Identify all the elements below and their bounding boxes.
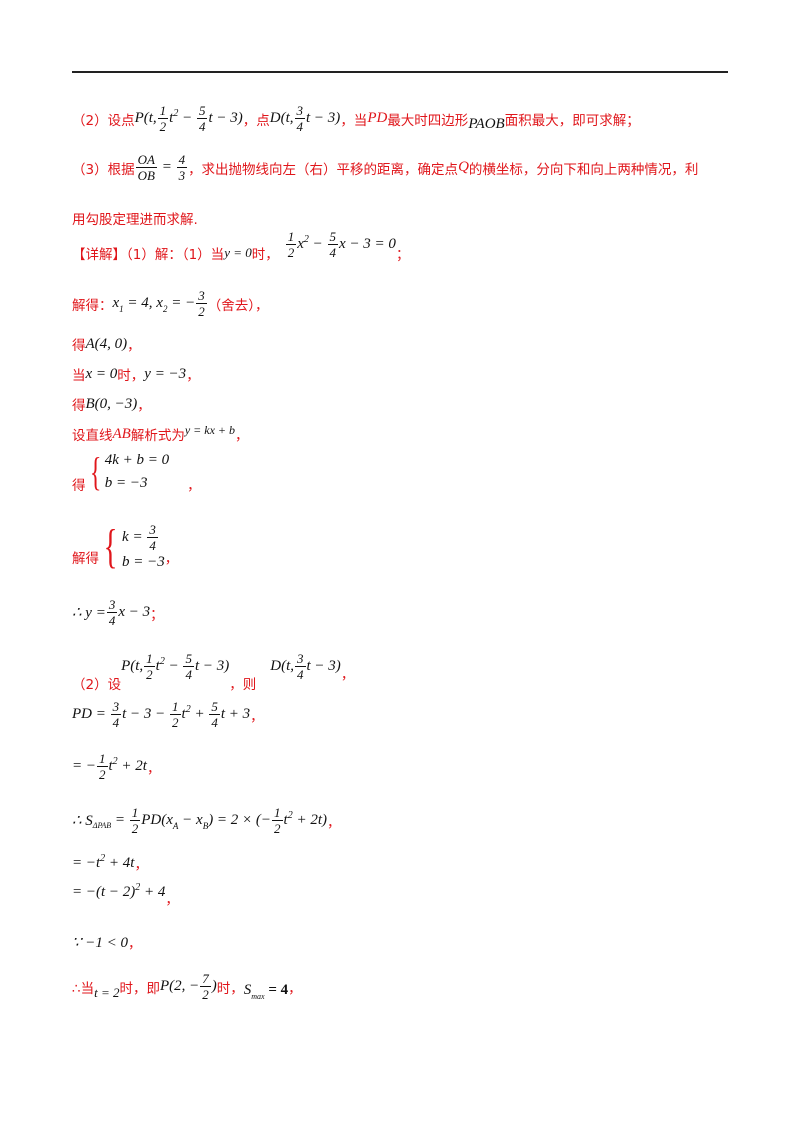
area-vertex-form: = −(t − 2)2 + 4 ， bbox=[72, 881, 179, 909]
point-A-line: 得 A(4, 0) ， bbox=[72, 335, 141, 355]
header-rule bbox=[72, 71, 728, 73]
x-zero-line: 当 x = 0 时， y = −3 ， bbox=[72, 365, 200, 385]
point-B-line: 得 B(0, −3) ， bbox=[72, 395, 151, 415]
area-simplified: = −t2 + 4t ， bbox=[72, 852, 148, 874]
system-brace: { 4k + b = 0 b = −3 bbox=[89, 449, 170, 494]
hint-3-cont: 用勾股定理进而求解. bbox=[72, 212, 198, 228]
coefficient-check: ∵ −1 < 0 ， bbox=[72, 934, 142, 953]
system-equations: 得 { 4k + b = 0 b = −3 ， bbox=[72, 449, 201, 495]
line-AB-setup: 设直线 AB 解析式为 y = kx + b ， bbox=[72, 422, 249, 445]
